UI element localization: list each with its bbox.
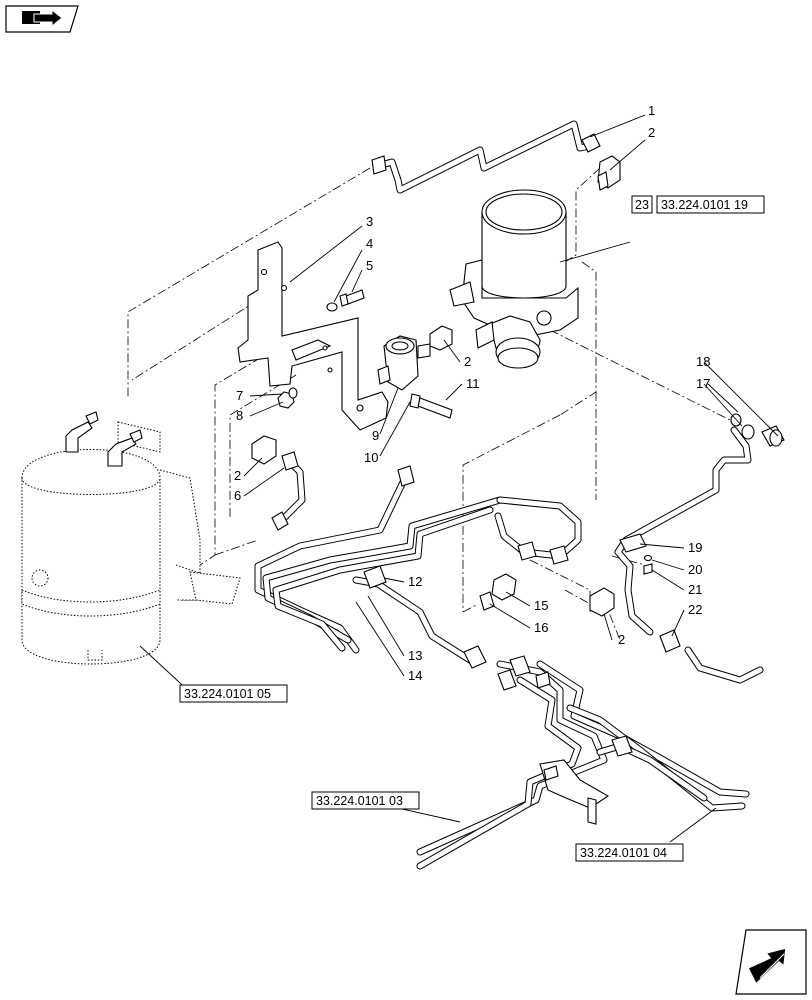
book-arrow-icon[interactable] (5, 5, 79, 33)
callout-1: 1 (648, 103, 655, 118)
callout-13: 13 (408, 648, 422, 663)
reference-lines-right[interactable]: 33.224.0101 04 (575, 843, 684, 862)
callout-19: 19 (688, 540, 702, 555)
lower-lines (416, 655, 750, 870)
tube-bundle (254, 465, 582, 669)
callout-7: 7 (236, 388, 243, 403)
reference-lines-left[interactable]: 33.224.0101 03 (311, 791, 420, 810)
bolt-11 (409, 393, 453, 419)
washer-4 (326, 302, 338, 312)
callout-3: 3 (366, 214, 373, 229)
callout-15: 15 (534, 598, 548, 613)
callout-8: 8 (236, 408, 243, 423)
washer-7 (288, 387, 298, 399)
bolt-5 (339, 289, 365, 307)
tank-reference: 33.224.0101 05 (184, 687, 271, 701)
pipe-1 (371, 120, 601, 194)
fitting-2-top (597, 155, 621, 191)
fitting-16 (479, 591, 495, 611)
callout-18: 18 (696, 354, 710, 369)
dryer-reference: 33.224.0101 19 (661, 198, 748, 212)
fitting-15 (491, 573, 517, 601)
pipe-19 (614, 426, 752, 636)
callout-17: 17 (696, 376, 710, 391)
lines-left-reference: 33.224.0101 03 (316, 794, 403, 808)
air-tank (21, 411, 241, 665)
callout-2: 2 (618, 632, 625, 647)
callout-9: 9 (372, 428, 379, 443)
callout-6: 6 (234, 488, 241, 503)
callout-numbers: 1 2 3 4 5 2 7 8 9 10 11 2 6 18 17 19 20 … (234, 103, 710, 683)
fitting-2-left (251, 435, 277, 465)
leader-lines (139, 114, 779, 843)
screw-21 (643, 563, 653, 575)
dryer-item-number: 23 (635, 198, 649, 212)
callout-16: 16 (534, 620, 548, 635)
reference-tank[interactable]: 33.224.0101 05 (179, 684, 288, 703)
callout-21: 21 (688, 582, 702, 597)
plug-18 (761, 425, 785, 447)
callout-4: 4 (366, 236, 373, 251)
reference-dryer[interactable]: 23 33.224.0101 19 (631, 195, 765, 214)
callout-2: 2 (464, 354, 471, 369)
fitting-22 (659, 629, 764, 684)
callout-22: 22 (688, 602, 702, 617)
callout-5: 5 (366, 258, 373, 273)
callout-12: 12 (408, 574, 422, 589)
callout-14: 14 (408, 668, 422, 683)
pipe-6 (271, 451, 306, 531)
callout-20: 20 (688, 562, 702, 577)
mounting-bracket (237, 241, 389, 431)
callout-11: 11 (466, 376, 480, 391)
fitting-2-lower (589, 587, 615, 617)
valve-9 (377, 335, 431, 391)
air-dryer (449, 189, 579, 369)
next-page-arrow-icon[interactable] (735, 929, 807, 995)
callout-10: 10 (364, 450, 378, 465)
lines-right-reference: 33.224.0101 04 (580, 846, 667, 860)
callout-2: 2 (234, 468, 241, 483)
callout-2: 2 (648, 125, 655, 140)
washer-20 (643, 554, 653, 562)
